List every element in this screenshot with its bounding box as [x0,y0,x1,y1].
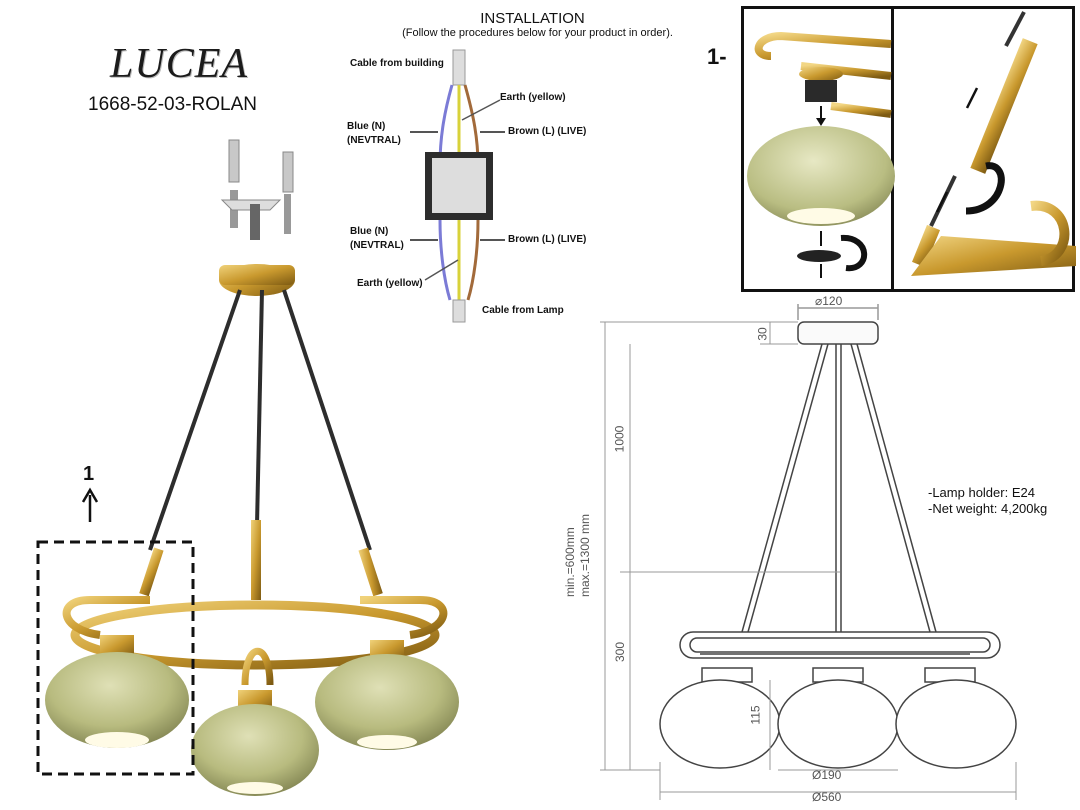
label-earth-bottom: Earth (yellow) [357,278,423,289]
up-arrow-icon [81,487,99,503]
rod-left [148,289,242,551]
product-name: LUCEA [110,41,249,87]
label-brown-top: Brown (L) (LIVE) [508,126,587,137]
dim-shade-diameter: Ø190 [812,768,842,782]
shade-glass [747,126,895,226]
mounting-screws [220,139,294,240]
step-detail-panels [741,6,1076,292]
spec-net-weight: -Net weight: 4,200kg [928,501,1048,516]
label-brown-bottom: Brown (L) (LIVE) [508,234,587,245]
product-code: 1668-52-03-ROLAN [88,94,257,115]
label-blue-top: Blue (N) (NEVTRAL) [347,121,401,146]
label-earth-top: Earth (yellow) [500,92,566,103]
product-illustration [36,139,459,796]
installation-subtitle: (Follow the procedures below for your pr… [402,27,673,39]
dim-max-height: max.=1300 mm [578,513,592,597]
dim-shade-height: 115 [748,705,763,725]
rod-right [282,289,372,551]
callout-label: 1 [83,463,95,485]
label-cable-from-building: Cable from building [350,58,444,69]
drawing-canopy [797,321,879,345]
dim-total-diameter: Ø560 [812,790,842,804]
dim-min-height: min.=600mm [563,527,577,597]
shade-left [45,635,189,748]
drawing-shade-center [777,679,899,769]
label-blue-bottom: Blue (N) (NEVTRAL) [350,226,404,251]
dim-canopy-diameter: ⌀120 [815,294,843,308]
callout-box [36,540,195,776]
technical-drawing [600,304,1017,800]
drawing-shade-right [895,679,1017,769]
wiring-diagram [410,49,505,323]
down-arrow-icon [965,87,979,109]
shade-right [315,640,459,750]
step-number: 1- [707,44,727,69]
ring-frame [70,600,440,670]
rotate-arrow-icon-2 [965,162,1005,215]
installation-title: INSTALLATION [480,10,585,27]
rotate-arrow-icon [840,234,868,272]
dim-canopy-height: 30 [755,327,770,341]
dim-lower-height: 300 [613,641,628,663]
shade-center [191,690,319,796]
dim-rod-length: 1000 [612,425,627,453]
spec-lamp-holder: -Lamp holder: E24 [928,485,1035,500]
label-cable-from-lamp: Cable from Lamp [482,305,564,316]
rod-center [255,289,264,526]
